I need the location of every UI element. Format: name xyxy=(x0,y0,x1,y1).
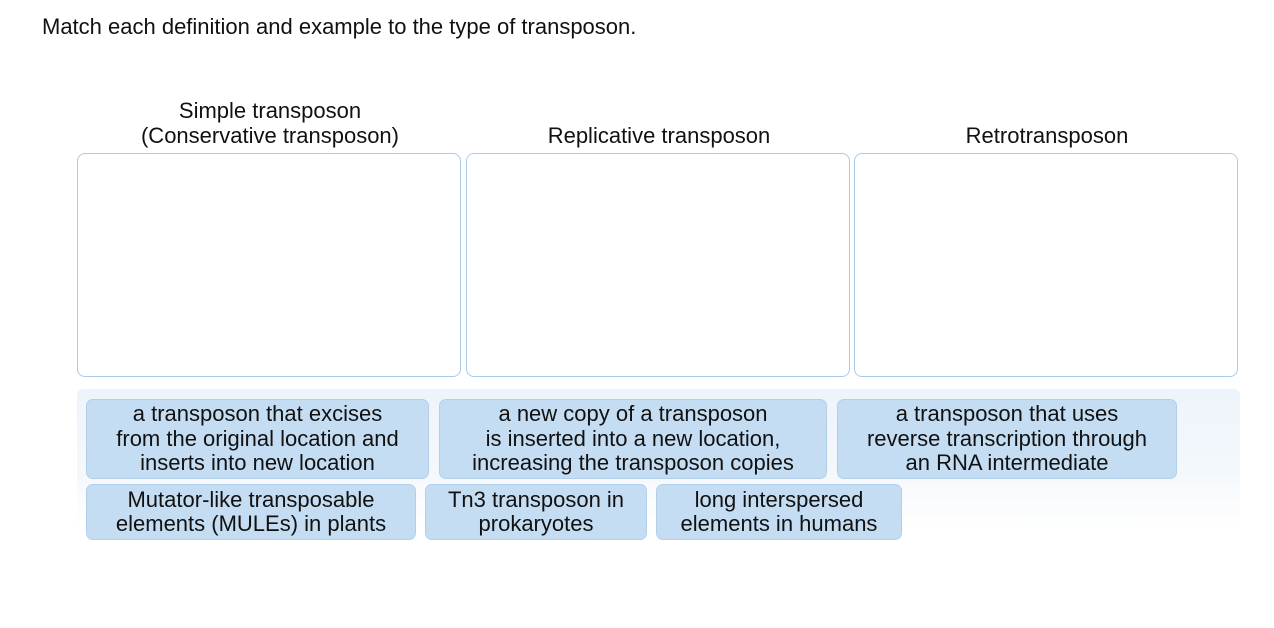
item-label: Tn3 transposon in prokaryotes xyxy=(447,486,625,536)
draggable-item-tn3-example[interactable]: Tn3 transposon in prokaryotes xyxy=(425,484,647,540)
drop-zone-replicative-transposon[interactable] xyxy=(466,153,850,377)
instructions-text: Match each definition and example to the… xyxy=(42,14,637,39)
item-label: Mutator-like transposable elements (MULE… xyxy=(115,486,387,536)
draggable-item-new-copy-definition[interactable]: a new copy of a transposon is inserted i… xyxy=(439,399,827,479)
draggable-item-lines-example[interactable]: long interspersed elements in humans xyxy=(656,484,902,540)
category-header-retrotransposon: Retrotransposon xyxy=(965,123,1129,148)
category-header-simple-transposon: Simple transposon (Conservative transpos… xyxy=(140,98,399,148)
category-headers: Simple transposon (Conservative transpos… xyxy=(77,94,1240,148)
item-label: a transposon that uses reverse transcrip… xyxy=(866,401,1148,476)
drop-zone-simple-transposon[interactable] xyxy=(77,153,461,377)
item-label: a transposon that excises from the origi… xyxy=(116,401,399,476)
category-header-replicative-transposon: Replicative transposon xyxy=(547,123,771,148)
draggable-item-mules-example[interactable]: Mutator-like transposable elements (MULE… xyxy=(86,484,416,540)
item-label: long interspersed elements in humans xyxy=(680,486,878,536)
draggable-item-reverse-transcription-definition[interactable]: a transposon that uses reverse transcrip… xyxy=(837,399,1177,479)
item-label: a new copy of a transposon is inserted i… xyxy=(472,401,794,476)
drop-zone-retrotransposon[interactable] xyxy=(854,153,1238,377)
draggable-item-excises-definition[interactable]: a transposon that excises from the origi… xyxy=(86,399,429,479)
